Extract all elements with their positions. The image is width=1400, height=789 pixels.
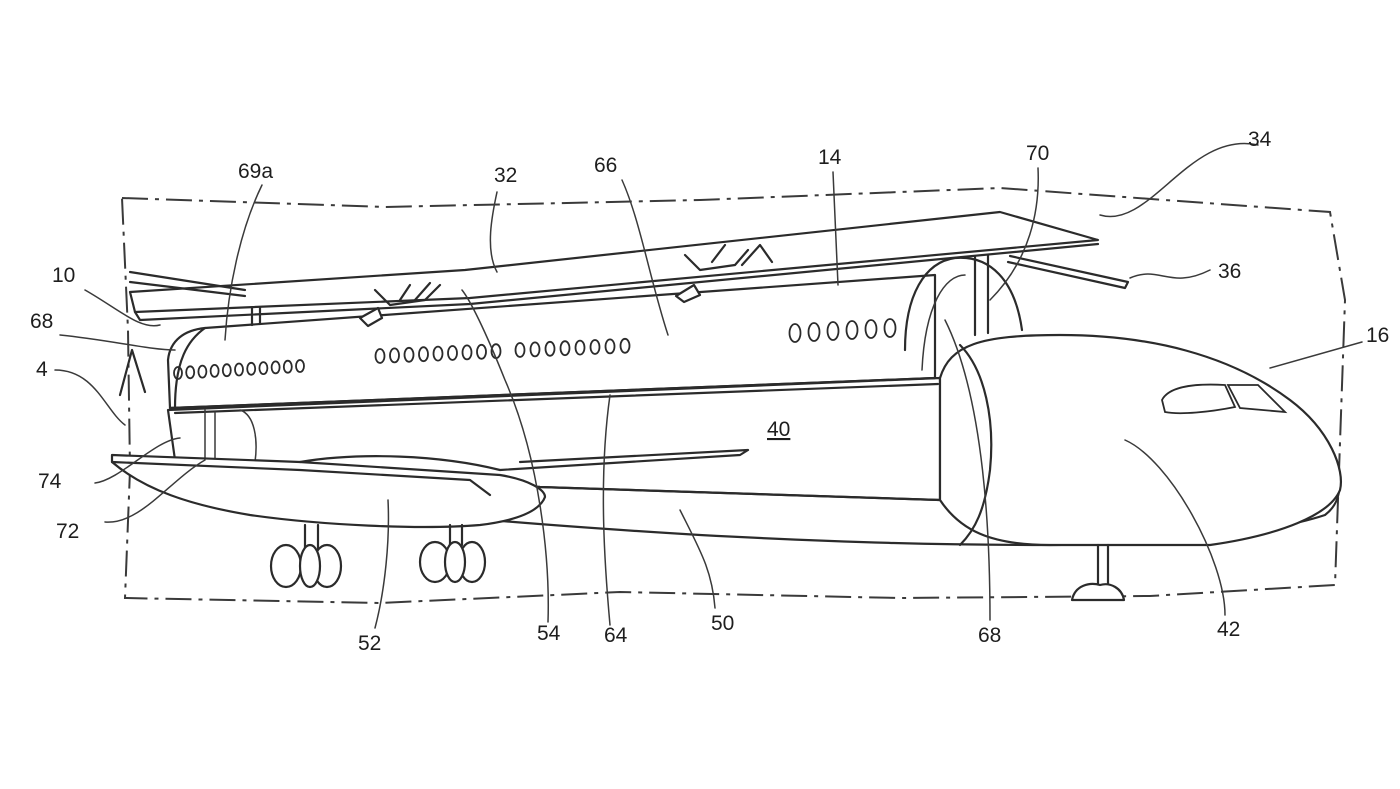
passenger-window (447, 345, 458, 361)
front-strut (973, 253, 990, 337)
passenger-window (185, 365, 196, 380)
passenger-window (864, 319, 878, 339)
passenger-window (529, 341, 541, 358)
leader-lines (54, 142, 1363, 629)
passenger-window (234, 362, 244, 377)
passenger-window (826, 321, 840, 341)
passenger-window (514, 342, 526, 358)
rear-cap-inner (204, 409, 257, 463)
main-gear-front (418, 523, 487, 584)
windows-mid-group-1 (374, 343, 502, 364)
passenger-window (374, 348, 386, 364)
lower-wing (110, 453, 547, 529)
ref-52: 52 (358, 632, 381, 655)
passenger-window (209, 363, 220, 378)
passenger-window (544, 340, 556, 357)
ref-10: 10 (52, 264, 75, 287)
main-gear-rear (269, 523, 343, 589)
passenger-window (619, 337, 631, 354)
passenger-window (476, 343, 487, 360)
ref-14: 14 (818, 146, 842, 169)
passenger-window (574, 339, 586, 356)
ref-36: 36 (1218, 260, 1241, 283)
ref-32: 32 (494, 164, 517, 187)
ref-4: 4 (36, 358, 48, 381)
passenger-window (788, 323, 802, 343)
nose-bulkhead-curve (958, 343, 993, 547)
cabin-front-end-cap-inner (921, 274, 966, 371)
passenger-window (270, 360, 281, 375)
passenger-window (221, 363, 232, 378)
passenger-window (258, 361, 269, 376)
passenger-window (389, 347, 400, 364)
nose-gear (1070, 543, 1126, 602)
ref-34: 34 (1248, 128, 1272, 151)
passenger-window (282, 359, 293, 374)
ref-50: 50 (711, 612, 734, 635)
windows-rear-group (173, 359, 305, 380)
passenger-window (246, 361, 257, 376)
envelope-outline (120, 186, 1347, 605)
passenger-window (807, 322, 821, 342)
passenger-window (559, 340, 571, 357)
passenger-window (461, 344, 473, 361)
ref-42: 42 (1217, 618, 1240, 641)
ref-64: 64 (604, 624, 628, 647)
ref-40: 40 (767, 418, 790, 441)
ref-74: 74 (38, 470, 62, 493)
ref-16: 16 (1366, 324, 1389, 347)
windows-front-group (788, 318, 897, 343)
ref-72: 72 (56, 520, 79, 543)
passenger-window (845, 320, 859, 340)
passenger-window (197, 364, 208, 379)
passenger-window (432, 345, 444, 362)
passenger-window (604, 338, 616, 355)
ref-70: 70 (1026, 142, 1049, 165)
hook-assembly-front (674, 243, 774, 304)
ref-54: 54 (537, 622, 561, 645)
cockpit-window-right (1226, 384, 1288, 414)
upper-wing-rear-edge (1006, 254, 1130, 290)
ref-68-bottom: 68 (978, 624, 1001, 647)
ref-66: 66 (594, 154, 617, 177)
lower-wing-edge (110, 460, 492, 497)
cabin-floor-line (168, 376, 937, 410)
cabin-floor-line-2 (173, 382, 940, 415)
passenger-window (589, 339, 601, 355)
passenger-window (418, 346, 429, 363)
tail-fin (118, 348, 147, 397)
wing-fairing (298, 448, 750, 472)
upper-wing-underside (133, 242, 1100, 322)
upper-carrier-wing (128, 210, 1100, 314)
ref-68-left: 68 (30, 310, 53, 333)
windows-mid-group-2 (514, 337, 631, 358)
passenger-window (173, 366, 183, 380)
passenger-window (883, 318, 897, 338)
ref-69a: 69a (238, 160, 273, 183)
hook-assembly-rear (358, 281, 442, 328)
passenger-window (403, 346, 415, 363)
cockpit-window-left (1161, 383, 1237, 415)
nose-section (938, 333, 1342, 547)
passenger-window (295, 359, 305, 373)
cabin-upper-rear-cap (173, 326, 207, 410)
upper-wing-tip-left (128, 270, 247, 298)
